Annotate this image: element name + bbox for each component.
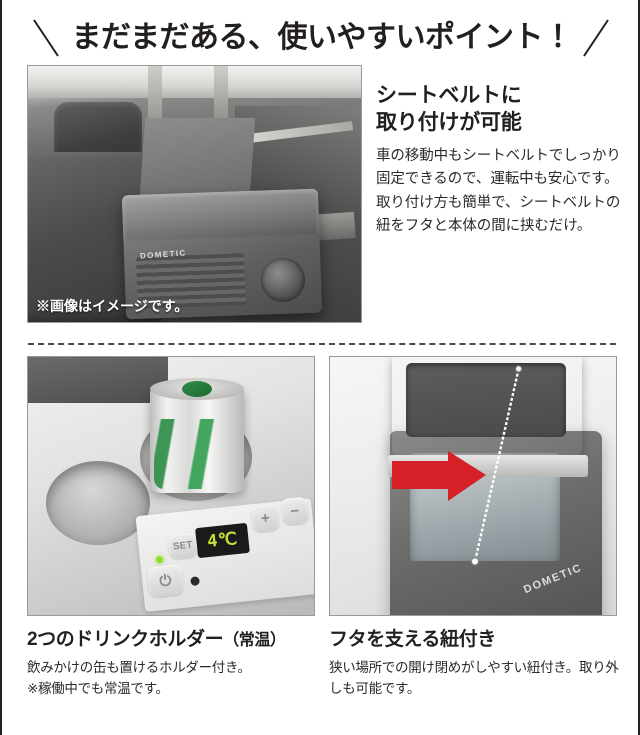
- bottom-left-body: 飲みかけの缶も置けるホルダー付き。 ※稼働中でも常温です。: [27, 660, 251, 696]
- can-label-stripe: [154, 419, 240, 489]
- cup-holder-with-can-photo: 4℃ ⏻ SET + −: [27, 356, 315, 616]
- headline-text: まだまだある、使いやすいポイント！: [71, 21, 573, 54]
- cooler-lid-edge: [28, 357, 168, 403]
- cooler-lid: [121, 188, 320, 242]
- lid-inner-face: [406, 363, 566, 437]
- bottom-right-caption: フタを支える紐付き 狭い場所での開け閉めがしやすい紐付き。取り外しも可能です。: [329, 624, 624, 700]
- soda-can: [150, 378, 244, 493]
- bottom-right-title: フタを支える紐付き: [329, 629, 496, 650]
- cooler-open-lid: [392, 357, 582, 457]
- top-section-body: 車の移動中もシートベルトでしっかり固定できるので、運転中も安心です。 取り付け方…: [376, 147, 621, 235]
- drink-holder-left: [46, 461, 150, 545]
- power-button[interactable]: ⏻: [146, 563, 184, 598]
- sensor-dot: [190, 576, 200, 587]
- bottom-left-caption: 2つのドリンクホルダー（常温） 飲みかけの缶も置けるホルダー付き。 ※稼働中でも…: [27, 624, 322, 700]
- car-pillar: [148, 66, 162, 130]
- slash-left-icon: [32, 16, 62, 60]
- control-panel: 4℃ ⏻ SET + −: [135, 496, 314, 612]
- dometic-logo: DOMETIC: [522, 561, 584, 597]
- top-section-title: シートベルトに 取り付けが可能: [376, 84, 522, 135]
- lid-with-support-strap-photo: DOMETIC: [329, 356, 617, 616]
- set-button[interactable]: SET: [167, 532, 198, 560]
- bottom-left-title-main: 2つのドリンクホルダー: [27, 629, 224, 650]
- car-rear-seat-with-cooler-photo: DOMETIC ※画像はイメージです。: [27, 65, 362, 323]
- top-section: DOMETIC ※画像はイメージです。 シートベルトに 取り付けが可能 車の移動…: [2, 62, 640, 330]
- plus-button[interactable]: +: [251, 503, 280, 533]
- slash-right-icon: [582, 16, 612, 60]
- bottom-section: 4℃ ⏻ SET + − DOMETIC: [2, 356, 640, 726]
- car-pillar: [214, 66, 228, 124]
- car-window: [28, 66, 361, 98]
- top-text-column: シートベルトに 取り付けが可能 車の移動中もシートベルトでしっかり固定できるので…: [376, 82, 628, 239]
- cooler-fan: [260, 257, 306, 303]
- temperature-value: 4℃: [206, 528, 239, 552]
- image-disclaimer-note: ※画像はイメージです。: [36, 298, 189, 314]
- temperature-display: 4℃: [195, 522, 250, 559]
- minus-button[interactable]: −: [280, 496, 310, 526]
- bottom-left-title: 2つのドリンクホルダー（常温）: [27, 624, 322, 651]
- bottom-left-title-paren: （常温）: [223, 632, 286, 649]
- bottom-right-body: 狭い場所での開け閉めがしやすい紐付き。取り外しも可能です。: [329, 660, 619, 696]
- can-pull-tab: [182, 381, 212, 397]
- power-led-indicator: [155, 555, 164, 564]
- red-arrow-icon: [392, 451, 486, 501]
- headline: まだまだある、使いやすいポイント！: [2, 10, 640, 66]
- section-divider: [28, 343, 616, 345]
